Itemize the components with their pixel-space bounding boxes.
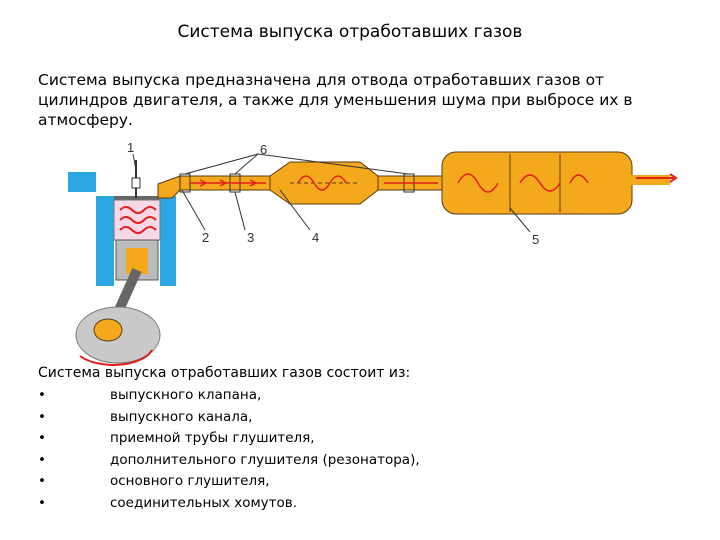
bullet: • xyxy=(38,408,46,425)
bullet: • xyxy=(38,494,46,511)
list-item-text: выпускного канала, xyxy=(110,408,253,425)
list-title: Система выпуска отработавших газов состо… xyxy=(38,365,411,381)
components-list: • выпускного клапана, • выпускного канала,… xyxy=(38,385,420,515)
bullet: • xyxy=(38,451,46,468)
gas-flow-arrows xyxy=(190,173,678,187)
label-3: 3 xyxy=(247,230,254,245)
list-item: • соединительных хомутов. xyxy=(38,493,420,515)
label-4: 4 xyxy=(312,230,319,245)
intro-paragraph: Система выпуска предназначена для отвода… xyxy=(38,71,633,129)
label-2: 2 xyxy=(202,230,209,245)
page-title: Система выпуска отработавших газов xyxy=(177,22,523,42)
bullet: • xyxy=(38,473,46,490)
exhaust-valve xyxy=(131,160,141,198)
list-item-text: выпускного клапана, xyxy=(110,387,262,403)
crankshaft xyxy=(75,267,161,366)
list-item-text: основного глушителя, xyxy=(110,473,270,490)
list-item-text: соединительных хомутов. xyxy=(110,494,298,511)
list-item-text: приемной трубы глушителя, xyxy=(110,430,315,447)
list-item: • дополнительного глушителя (резонатора), xyxy=(38,450,420,472)
list-item-text: дополнительного глушителя (резонатора), xyxy=(110,451,420,468)
label-6: 6 xyxy=(260,142,267,157)
cylinder xyxy=(113,199,161,281)
resonator xyxy=(269,161,379,205)
leader-lines xyxy=(132,153,531,233)
list-item: • выпускного клапана, xyxy=(38,385,420,407)
bullet: • xyxy=(38,387,46,403)
exhaust-system-diagram: 1 2 3 4 5 6 xyxy=(68,140,678,366)
list-item: • выпускного канала, xyxy=(38,407,420,429)
label-5: 5 xyxy=(532,232,539,247)
list-item: • основного глушителя, xyxy=(38,471,420,493)
label-1: 1 xyxy=(127,140,134,155)
list-item: • приемной трубы глушителя, xyxy=(38,428,420,450)
main-muffler xyxy=(441,151,670,215)
bullet: • xyxy=(38,430,46,447)
